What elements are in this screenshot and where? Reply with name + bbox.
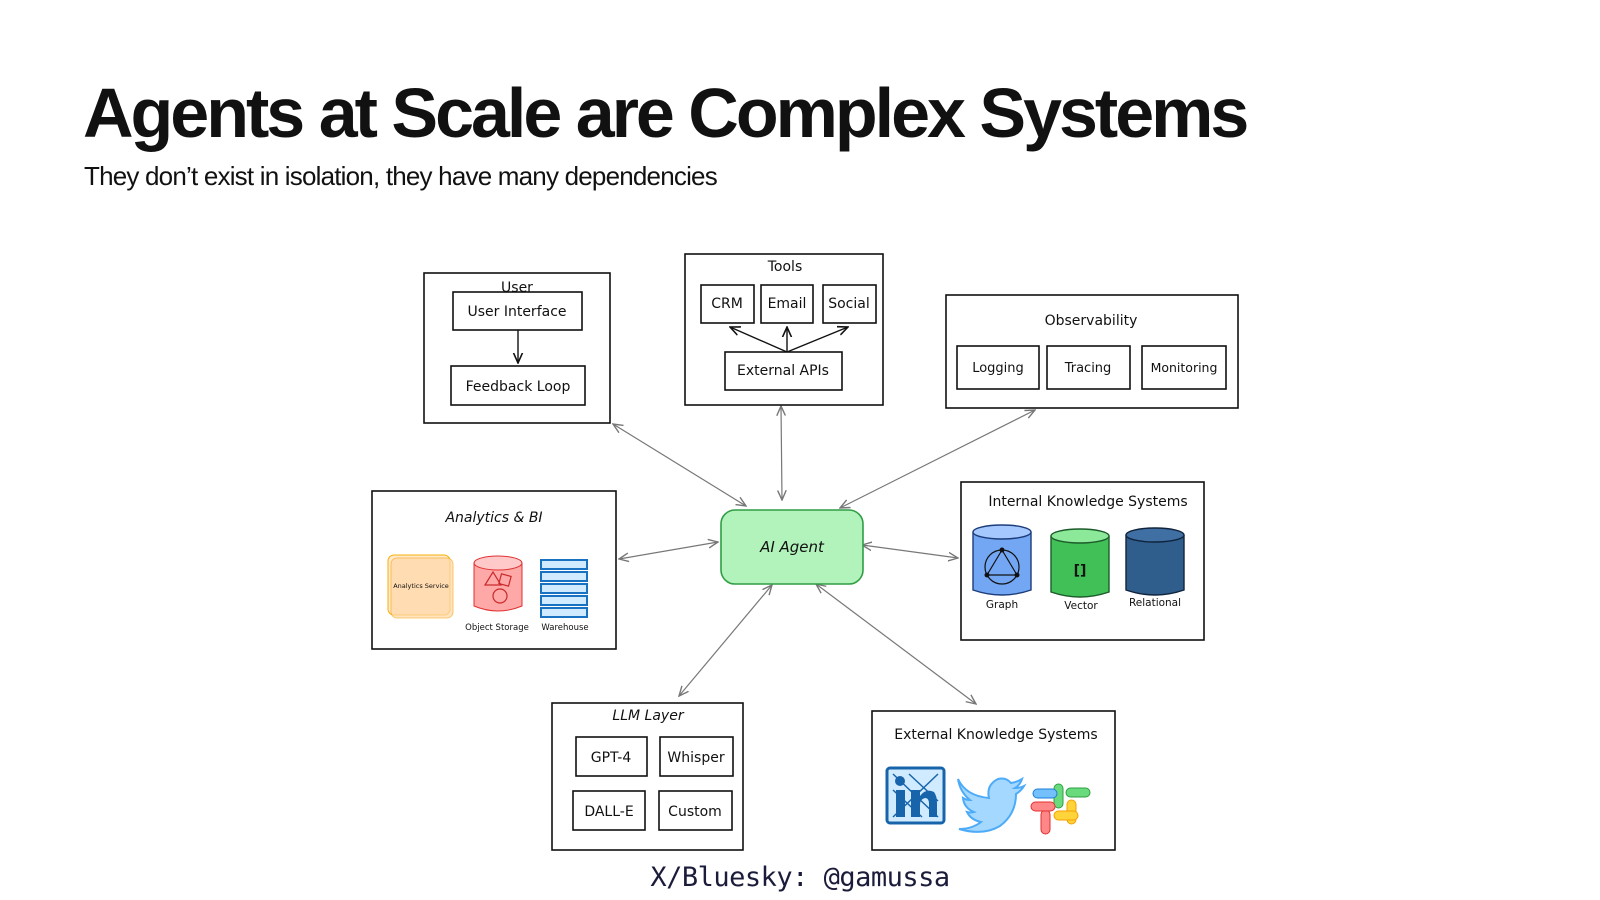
- twitter-icon: [957, 776, 1027, 833]
- internal-knowledge-group: Internal Knowledge Systems Graph [] Vect…: [960, 481, 1205, 641]
- connector-user: [613, 424, 746, 506]
- observability-group: Observability Logging Tracing Monitoring: [945, 294, 1239, 409]
- whisper-box: [659, 736, 734, 777]
- custom-box: [658, 790, 733, 831]
- social-box: [822, 284, 877, 324]
- slide-subtitle: They don’t exist in isolation, they have…: [84, 161, 718, 191]
- graph-label: Graph: [986, 599, 1018, 611]
- logging-box: [956, 345, 1040, 390]
- crm-box: [700, 284, 755, 324]
- linkedin-icon: [885, 766, 946, 825]
- connector-tools: [781, 406, 782, 500]
- ai-agent-node: AI Agent: [720, 509, 864, 585]
- social-label: Social: [828, 296, 870, 312]
- gpt4-box: [575, 736, 648, 777]
- user-interface-label: User Interface: [467, 304, 566, 320]
- warehouse-label: Warehouse: [541, 623, 588, 633]
- external-knowledge-title: External Knowledge Systems: [894, 727, 1097, 743]
- analytics-service-icon: Analytics Service: [387, 554, 454, 619]
- dalle-box: [572, 790, 646, 831]
- external-apis-label: External APIs: [737, 363, 829, 379]
- whisper-label: Whisper: [667, 750, 724, 766]
- connector-analytics: [619, 542, 718, 559]
- graph-db-icon: [972, 524, 1032, 596]
- slack-icon: [1030, 783, 1091, 835]
- dalle-label: DALL-E: [584, 804, 633, 820]
- feedback-loop-label: Feedback Loop: [466, 379, 571, 395]
- tracing-label: Tracing: [1064, 361, 1112, 376]
- llm-layer-group: LLM Layer GPT-4 Whisper DALL-E Custom: [551, 702, 744, 851]
- connector-observability: [840, 410, 1035, 508]
- feedback-loop-box: [450, 365, 586, 406]
- monitoring-box: [1141, 345, 1227, 390]
- connector-llm: [679, 585, 772, 696]
- slide-title: Agents at Scale are Complex Systems: [83, 74, 1249, 152]
- vector-glyph: []: [1074, 563, 1087, 579]
- logging-label: Logging: [972, 361, 1024, 376]
- vector-label: Vector: [1064, 600, 1098, 612]
- custom-label: Custom: [668, 804, 722, 820]
- analytics-group-title: Analytics & BI: [444, 510, 542, 526]
- user-group: User User Interface Feedback Loop: [423, 272, 611, 424]
- vector-db-icon: []: [1050, 528, 1110, 598]
- internal-knowledge-title: Internal Knowledge Systems: [988, 494, 1187, 510]
- tools-group-title: Tools: [767, 259, 803, 275]
- analytics-service-label: Analytics Service: [393, 582, 449, 590]
- relational-db-icon: [1125, 527, 1185, 596]
- relational-label: Relational: [1129, 597, 1181, 609]
- llm-layer-title: LLM Layer: [612, 708, 684, 724]
- ai-agent-label: AI Agent: [759, 538, 825, 556]
- email-box: [760, 284, 814, 324]
- connectors: [613, 406, 1035, 704]
- warehouse-icon: [540, 559, 588, 618]
- monitoring-label: Monitoring: [1151, 360, 1218, 375]
- object-storage-label: Object Storage: [465, 623, 529, 633]
- social-handle-footer: X/Bluesky: @gamussa: [650, 862, 950, 893]
- email-label: Email: [768, 296, 807, 312]
- tracing-box: [1046, 345, 1131, 390]
- external-knowledge-group: External Knowledge Systems: [871, 710, 1116, 851]
- connector-external-knowledge: [816, 584, 976, 704]
- user-group-title: User: [501, 280, 533, 296]
- object-storage-icon: [473, 555, 523, 612]
- tools-group: Tools CRM Email Social External APIs: [684, 253, 884, 406]
- observability-group-title: Observability: [1045, 313, 1138, 329]
- connector-internal-knowledge: [862, 545, 958, 558]
- external-apis-box: [724, 351, 843, 391]
- crm-label: CRM: [711, 296, 743, 312]
- gpt4-label: GPT-4: [591, 750, 632, 766]
- analytics-group: Analytics & BI Analytics Service Object …: [371, 490, 617, 650]
